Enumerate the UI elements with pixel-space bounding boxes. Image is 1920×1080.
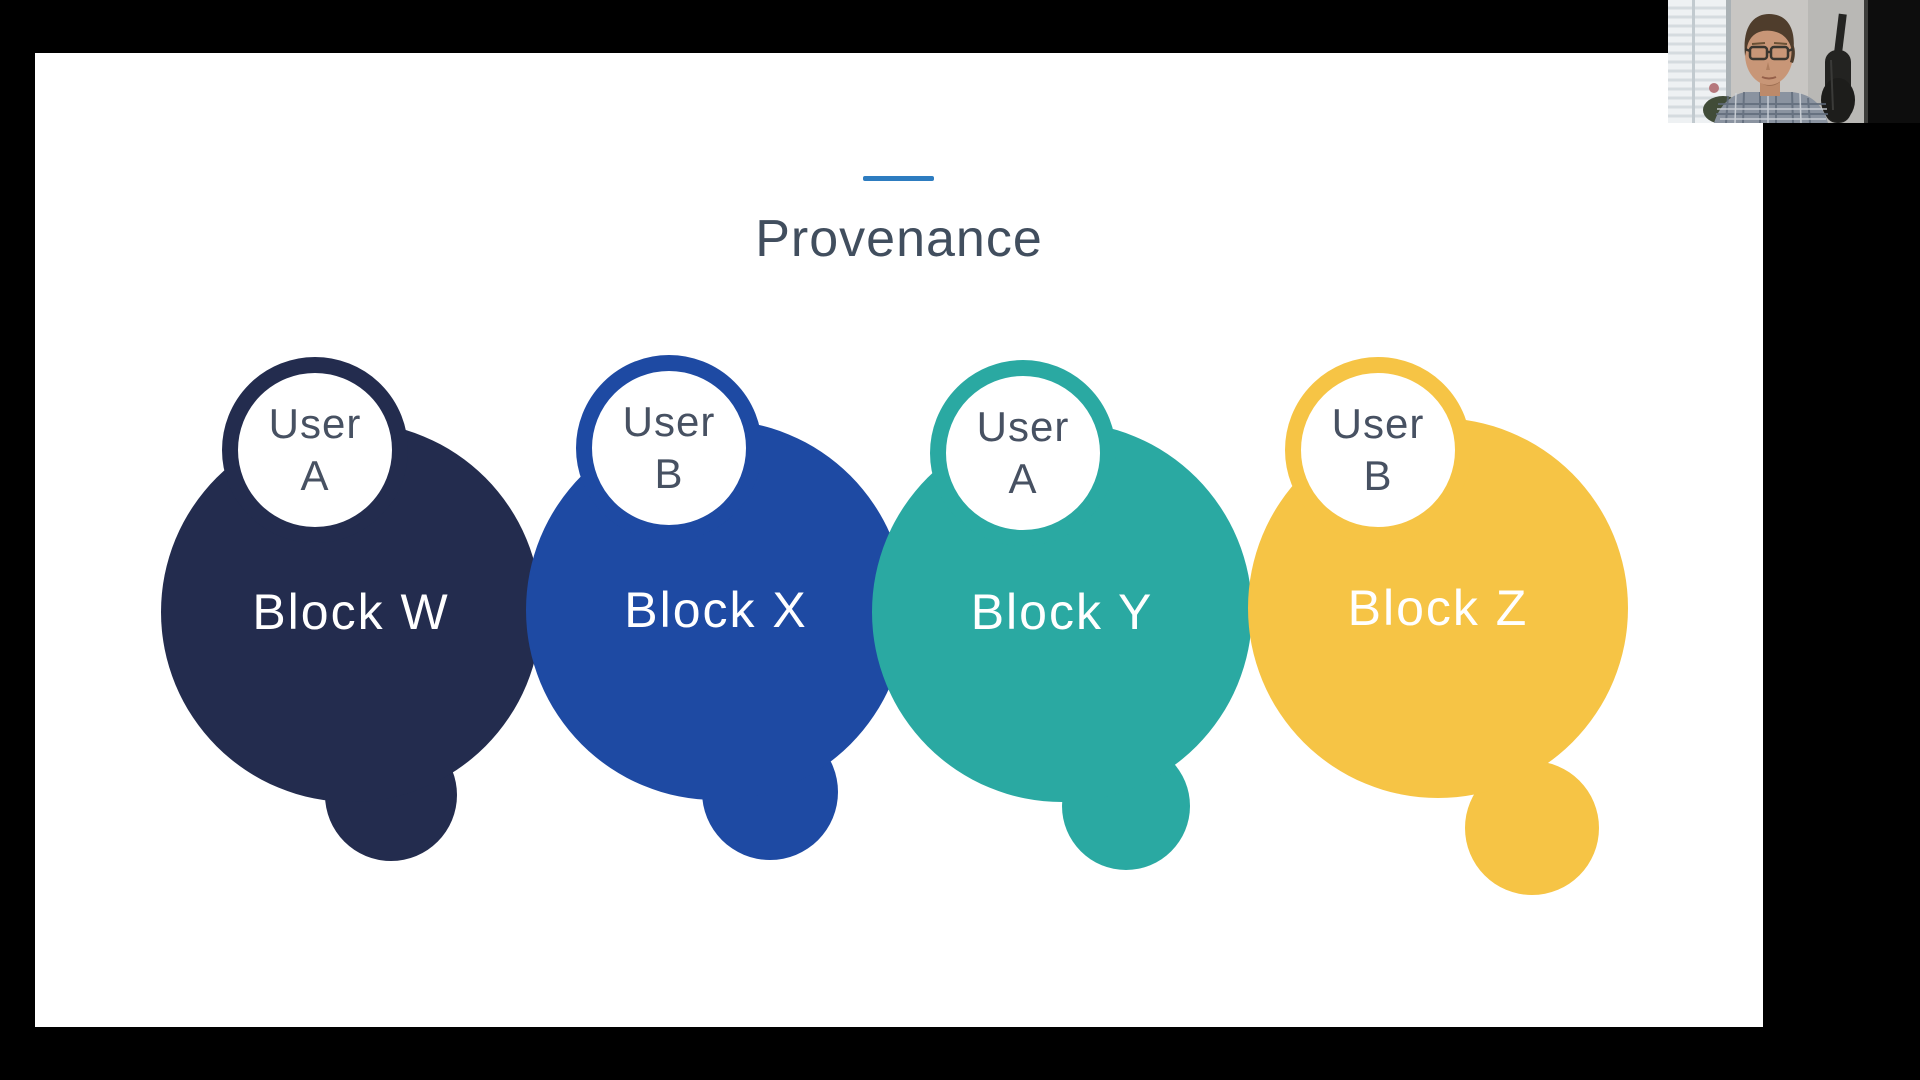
user-letter: B — [654, 450, 684, 497]
block-x-user-label: User B — [623, 396, 716, 500]
block-y-label: Block Y — [970, 584, 1154, 640]
user-word: User — [1331, 400, 1425, 447]
block-w-label: Block W — [252, 584, 450, 640]
user-word: User — [622, 398, 716, 445]
block-w-user-label: User A — [269, 398, 362, 502]
user-letter: A — [1008, 455, 1038, 502]
user-word: User — [976, 403, 1070, 450]
plaid-lines-light — [1717, 92, 1827, 123]
block-x-label: Block X — [624, 582, 808, 638]
dark-corner — [1864, 0, 1920, 123]
title-accent-line — [863, 176, 934, 181]
presenter-figure — [1714, 14, 1828, 123]
user-letter: A — [300, 452, 330, 499]
block-z-user-circle: User B — [1285, 357, 1471, 543]
mouth — [1761, 76, 1777, 80]
flower — [1709, 83, 1719, 93]
presentation-slide: Provenance Block W User A Block X User B — [35, 53, 1763, 1027]
dark-corner-edge — [1864, 0, 1868, 123]
block-y-user-circle: User A — [930, 360, 1116, 546]
hair-side — [1790, 44, 1795, 63]
block-z-user-label: User B — [1332, 398, 1425, 502]
user-letter: B — [1363, 452, 1393, 499]
nose — [1766, 62, 1770, 70]
slide-title: Provenance — [755, 210, 1043, 268]
user-word: User — [268, 400, 362, 447]
block-y-user-label: User A — [977, 401, 1070, 505]
hair — [1744, 14, 1794, 56]
face — [1745, 23, 1793, 85]
block-z-label: Block Z — [1347, 580, 1529, 636]
glasses — [1744, 45, 1794, 61]
block-w-user-circle: User A — [222, 357, 408, 543]
guitar — [1821, 13, 1855, 123]
block-x-user-circle: User B — [576, 355, 762, 541]
eyebrows — [1751, 42, 1788, 45]
presenter-webcam-video[interactable] — [1668, 0, 1920, 123]
